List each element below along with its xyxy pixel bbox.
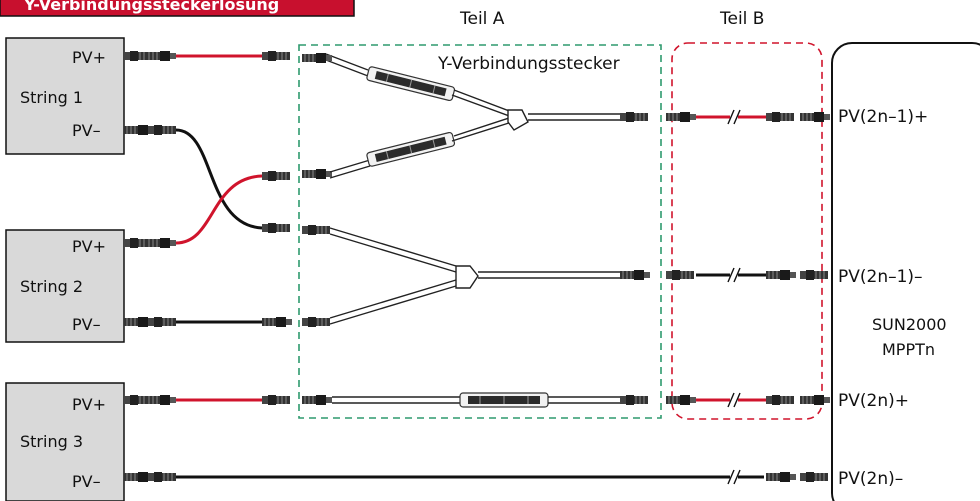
connector-icon: [665, 111, 697, 123]
connector-icon: [145, 50, 177, 62]
string-3: String 3 PV+ PV–: [5, 382, 125, 501]
string-plus-label: PV+: [72, 395, 106, 414]
connector-icon: [765, 111, 795, 123]
connector-icon: [665, 269, 695, 281]
teil-b-outline: [671, 42, 823, 420]
string-2: String 2 PV+ PV–: [5, 229, 125, 343]
string-minus-label: PV–: [72, 472, 101, 491]
connector-icon: [799, 471, 829, 483]
banner: Y-Verbindungssteckerlösung: [0, 0, 355, 17]
string-name: String 1: [20, 88, 83, 107]
fuse-icon: [365, 131, 456, 168]
connector-icon: [619, 111, 649, 123]
connector-icon: [261, 170, 291, 182]
teil-a-label: Teil A: [459, 9, 505, 29]
connector-icon: [261, 394, 291, 406]
connector-icon: [301, 224, 331, 236]
connector-icon: [765, 269, 797, 281]
banner-background: [0, 0, 355, 17]
positive-cable: [175, 174, 263, 245]
teil-a-outline: [298, 44, 662, 419]
y-connector-positive: [301, 52, 649, 180]
inverter-model: SUN2000: [872, 315, 947, 334]
connector-icon: [147, 471, 177, 483]
y-connector-negative: [301, 224, 651, 328]
string-side-cables: [175, 54, 764, 479]
port-pv-2n-plus: PV(2n)+: [838, 391, 909, 411]
connector-icon: [301, 316, 331, 328]
connector-icon: [799, 111, 831, 123]
connector-icon: [261, 222, 291, 234]
fuse-icon: [459, 392, 549, 408]
connector-icon: [261, 316, 293, 328]
inverter: SUN2000 MPPTn PV(2n–1)+ PV(2n–1)– PV(2n)…: [831, 42, 980, 501]
string-box: [5, 37, 125, 155]
string-box: [5, 382, 125, 501]
inline-fuse-string-3: [301, 392, 649, 408]
banner-title: Y-Verbindungssteckerlösung: [23, 0, 279, 14]
port-pv-2n-1-minus: PV(2n–1)–: [838, 267, 923, 287]
connector-icon: [619, 394, 649, 406]
connector-icon: [301, 394, 333, 406]
string-minus-label: PV–: [72, 315, 101, 334]
teil-b-label: Teil B: [719, 9, 764, 29]
connector-icon: [765, 394, 795, 406]
string-name: String 3: [20, 432, 83, 451]
port-pv-2n-minus: PV(2n)–: [838, 469, 903, 489]
connector-icon: [799, 269, 829, 281]
negative-cable: [175, 128, 263, 230]
string-minus-label: PV–: [72, 121, 101, 140]
y-connector-label: Y-Verbindungsstecker: [437, 54, 620, 74]
connector-icon: [147, 124, 177, 136]
string-plus-label: PV+: [72, 237, 106, 256]
connector-icon: [301, 168, 333, 180]
connector-icon: [799, 394, 831, 406]
string-side-connectors: [123, 50, 293, 483]
inverter-mppt: MPPTn: [882, 340, 935, 359]
connector-icon: [261, 50, 291, 62]
string-name: String 2: [20, 277, 83, 296]
string-1: String 1 PV+ PV–: [5, 37, 125, 155]
string-plus-label: PV+: [72, 48, 106, 67]
connector-icon: [145, 237, 177, 249]
string-box: [5, 229, 125, 343]
connector-icon: [619, 269, 651, 281]
connector-icon: [145, 394, 177, 406]
connector-icon: [665, 394, 697, 406]
port-pv-2n-1-plus: PV(2n–1)+: [838, 107, 928, 127]
teil-b-cables: [665, 109, 831, 485]
connector-icon: [147, 316, 177, 328]
inverter-box: [831, 42, 980, 501]
connector-icon: [765, 471, 797, 483]
